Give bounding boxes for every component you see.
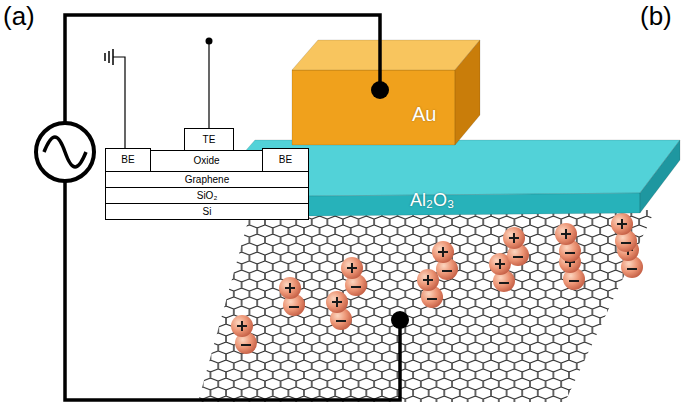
- node-label: Graphene: [185, 175, 229, 185]
- panel-label: (a): [3, 3, 35, 29]
- node-label: Oxide: [193, 156, 219, 166]
- layer-box: SiO₂: [105, 187, 309, 204]
- layer-box: Graphene: [105, 171, 309, 188]
- node-label: TE: [203, 135, 216, 145]
- electrode-box: BE: [262, 148, 309, 172]
- layer-box: Oxide: [150, 150, 263, 172]
- node-label: Si: [203, 207, 212, 217]
- node-label: SiO₂: [197, 191, 218, 201]
- electrode-box: TE: [184, 128, 234, 151]
- node-label: Au: [412, 104, 436, 124]
- node-label: BE: [121, 155, 134, 165]
- node-label: BE: [279, 155, 292, 165]
- panel-label: (b): [640, 3, 672, 29]
- electrode-box: BE: [105, 148, 151, 172]
- layer-box: Si: [105, 203, 309, 220]
- node-label: Al₂O₃: [410, 191, 454, 209]
